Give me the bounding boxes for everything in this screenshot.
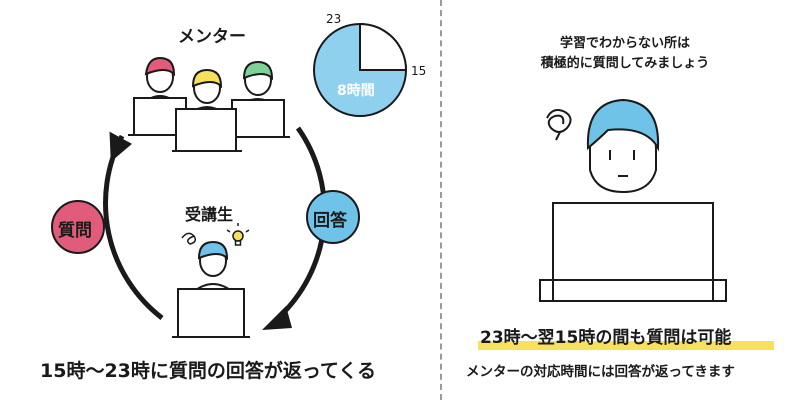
panel-divider <box>440 0 442 400</box>
headline-highlight <box>478 341 774 350</box>
student-large <box>539 98 727 302</box>
clock <box>313 22 408 117</box>
confused-scribble-small-icon <box>181 232 197 245</box>
clock-white-sector <box>359 22 408 71</box>
answer-badge-circle <box>306 190 360 244</box>
question-badge-circle <box>51 200 105 254</box>
mentor-green <box>228 60 290 138</box>
mentor-title: メンター <box>178 27 246 47</box>
right-top-line2: 積極的に質問してみましょう <box>540 56 710 71</box>
clock-duration-label: 8時間 <box>337 83 375 99</box>
question-badge-label: 質問 <box>58 221 92 241</box>
student-small <box>172 240 250 338</box>
student-title: 受講生 <box>185 205 234 224</box>
mentor-yellow <box>172 68 242 152</box>
right-headline: 23時〜翌15時の間も質問は可能 <box>480 328 732 348</box>
mentor-pink <box>128 56 190 136</box>
question-arrowhead <box>109 131 132 162</box>
right-top-line1: 学習でわからない所は <box>559 36 690 51</box>
left-caption: 15時〜23時に質問の回答が返ってくる <box>40 360 376 382</box>
question-arrow-arc <box>103 134 164 320</box>
answer-arrowhead <box>262 306 292 330</box>
lightbulb-icon <box>226 223 250 246</box>
right-subcaption: メンターの対応時間には回答が返ってきます <box>466 364 735 380</box>
clock-start-label: 23 <box>326 12 342 26</box>
clock-end-label: 15 <box>411 64 427 78</box>
answer-badge-label: 回答 <box>313 211 347 231</box>
confused-scribble-large-icon <box>546 109 572 141</box>
